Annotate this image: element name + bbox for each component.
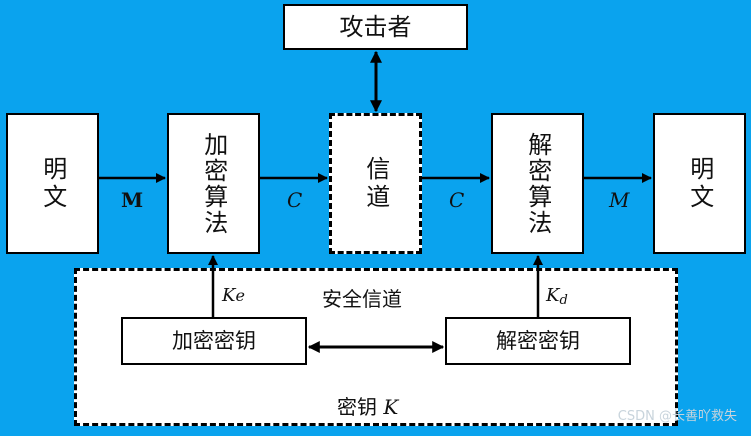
key-label: 密钥 K bbox=[337, 391, 398, 420]
decrypt-key-box: 解密密钥 bbox=[445, 317, 631, 365]
encrypt-algorithm-label: 加密算法 bbox=[199, 131, 228, 236]
attacker-label: 攻击者 bbox=[339, 12, 412, 41]
label-ke-main: K bbox=[222, 285, 236, 306]
label-c-1: C bbox=[287, 188, 303, 212]
decrypt-algorithm-label: 解密算法 bbox=[523, 131, 552, 236]
label-kd-sub: d bbox=[559, 293, 568, 308]
key-label-symbol: K bbox=[383, 395, 399, 419]
plaintext-in-label: 明文 bbox=[38, 155, 67, 212]
label-c-2: C bbox=[449, 188, 465, 212]
label-kd-main: K bbox=[546, 285, 560, 306]
label-m-1: M bbox=[121, 188, 144, 212]
label-ke: Ke bbox=[222, 285, 245, 306]
plaintext-out-box: 明文 bbox=[653, 113, 746, 254]
decrypt-key-label: 解密密钥 bbox=[496, 328, 580, 353]
secure-channel-label: 安全信道 bbox=[322, 287, 402, 311]
encrypt-key-box: 加密密钥 bbox=[121, 317, 307, 365]
key-label-text: 密钥 bbox=[337, 395, 377, 419]
encrypt-algorithm-box: 加密算法 bbox=[167, 113, 260, 254]
channel-box: 信道 bbox=[329, 113, 422, 254]
encrypt-key-label: 加密密钥 bbox=[172, 328, 256, 353]
label-kd: Kd bbox=[546, 285, 568, 308]
label-ke-sub: e bbox=[235, 286, 245, 305]
attacker-box: 攻击者 bbox=[283, 4, 468, 50]
channel-label: 信道 bbox=[361, 155, 390, 212]
plaintext-out-label: 明文 bbox=[685, 155, 714, 212]
plaintext-in-box: 明文 bbox=[6, 113, 99, 254]
decrypt-algorithm-box: 解密算法 bbox=[491, 113, 584, 254]
watermark: CSDN @长善吖救失 bbox=[617, 409, 737, 424]
label-m-2: M bbox=[609, 188, 630, 212]
